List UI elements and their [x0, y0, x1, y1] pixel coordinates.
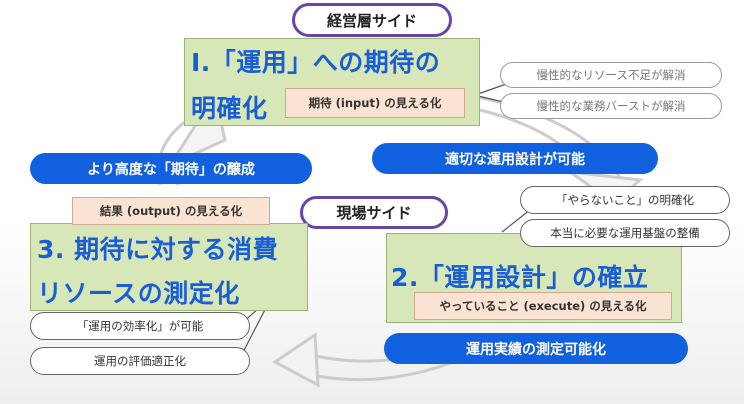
callout-shortage-resolved: 慢性的なリソース不足が解消: [500, 62, 722, 88]
callout-design-possible: 適切な運用設計が可能: [372, 143, 658, 174]
box3-title-line1: 3. 期待に対する消費: [37, 235, 279, 264]
executive-side-label: 経営層サイド: [292, 3, 452, 37]
callout-measure-possible: 運用実績の測定可能化: [384, 333, 688, 364]
box1-input-visualization: 期待 (input) の見える化: [285, 88, 465, 118]
box3-title-line2: リソースの測定化: [37, 279, 240, 308]
callout-evaluation: 運用の評価適正化: [30, 347, 250, 375]
box1-title-line1: I.「運用」への期待の: [191, 48, 441, 77]
box2-title: 2.「運用設計」の確立: [391, 263, 649, 292]
callout-expectation-growth: より高度な「期待」の醸成: [30, 153, 312, 184]
box-expectation-clarification: I.「運用」への期待の 明確化: [184, 38, 480, 126]
callout-burst-resolved: 慢性的な業務バーストが解消: [500, 93, 722, 119]
box3-output-visualization: 結果 (output) の見える化: [72, 197, 270, 225]
box1-title-line2: 明確化: [191, 94, 268, 123]
callout-efficiency-possible: 「運用の効率化」が可能: [30, 312, 250, 340]
box2-execute-visualization: やっていること (execute) の見える化: [414, 292, 672, 320]
callout-not-do-clear: 「やらないこと」の明確化: [520, 186, 730, 214]
box-resource-measurement: 3. 期待に対する消費 リソースの測定化: [30, 223, 308, 311]
callout-base-setup: 本当に必要な運用基盤の整備: [520, 219, 730, 247]
field-side-label: 現場サイド: [300, 196, 448, 229]
